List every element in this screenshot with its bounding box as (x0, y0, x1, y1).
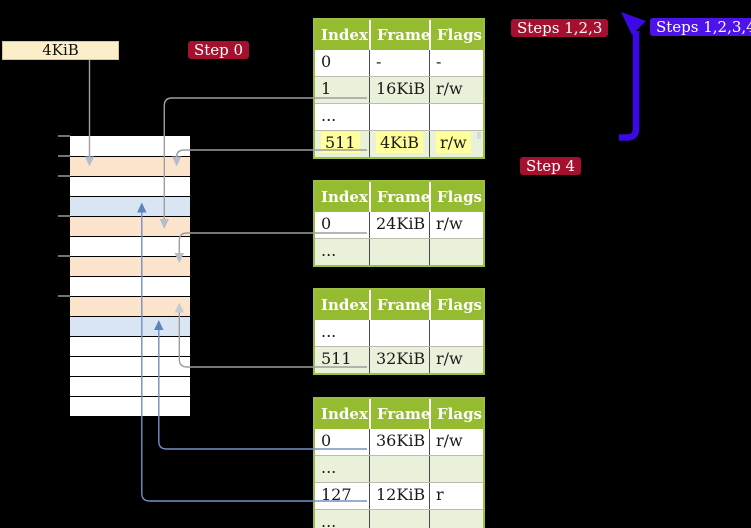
table-row: ... (315, 103, 483, 130)
frame-boundary-tick (58, 175, 70, 177)
frame-cell: - (369, 50, 429, 76)
col-header-index: Index (321, 26, 368, 44)
flags-cell (429, 320, 483, 346)
memory-frame-row (70, 156, 190, 176)
memory-frame-row (70, 256, 190, 276)
frame-cell (369, 320, 429, 346)
index-cell: 511 (315, 131, 369, 157)
memory-frame-row (70, 396, 190, 416)
steps1234-badge: Steps 1,2,3,4 (650, 18, 751, 36)
flags-cell: r/w (429, 429, 483, 455)
index-cell: ... (321, 458, 337, 477)
col-header-frame: Frame (369, 20, 430, 50)
flags-cell (429, 510, 483, 528)
index-cell: 0 (321, 431, 332, 450)
col-header-flags: Flags (429, 399, 483, 429)
col-header-frame: Frame (369, 399, 430, 429)
memory-frame-row (70, 356, 190, 376)
col-header-index: Index (321, 405, 368, 423)
frame-cell: 36KiB (369, 429, 429, 455)
frame-boundary-tick (58, 255, 70, 257)
table-row: 0 36KiB r/w (315, 429, 483, 455)
memory-frame-row (70, 196, 190, 216)
flags-cell (429, 239, 483, 265)
col-header-index: Index (321, 296, 368, 314)
frame-boundary-tick (58, 215, 70, 217)
memory-column (70, 136, 190, 416)
flags-cell: r/w (429, 131, 483, 157)
highlight-mark: r/w (436, 132, 471, 153)
table-row: 0 - - (315, 50, 483, 76)
page-table-3: Index Frame Flags ... 511 32KiB r/w (313, 288, 485, 375)
highlight-mark: 511 (321, 132, 360, 153)
shortcut-arrowhead-icon (621, 12, 646, 35)
index-cell: ... (321, 106, 337, 125)
shortcut-arrow (619, 31, 640, 141)
flags-cell (429, 456, 483, 482)
frame-cell (369, 239, 429, 265)
flags-cell: r/w (429, 77, 483, 103)
table-row: ... (315, 509, 483, 528)
col-header-flags: Flags (429, 182, 483, 212)
table-row: 0 24KiB r/w (315, 212, 483, 238)
memory-frame-row (70, 236, 190, 256)
page-table-1: Index Frame Flags 0 - - 1 16KiB r/w ... … (313, 18, 485, 159)
index-cell: ... (321, 241, 337, 260)
table-header-row: Index Frame Flags (315, 20, 483, 50)
table-row: 511 32KiB r/w (315, 346, 483, 373)
memory-frame-row (70, 336, 190, 356)
index-cell: 0 (321, 52, 332, 71)
index-cell: 1 (321, 79, 332, 98)
frame-cell (369, 104, 429, 130)
frame-cell: 4KiB (369, 131, 429, 157)
col-header-flags: Flags (429, 290, 483, 320)
col-header-frame: Frame (369, 182, 430, 212)
flags-cell: - (429, 50, 483, 76)
memory-frame-row (70, 296, 190, 316)
col-header-flags: Flags (429, 20, 483, 50)
frame-cell: 24KiB (369, 212, 429, 238)
index-cell: 0 (321, 214, 332, 233)
page-table-2: Index Frame Flags 0 24KiB r/w ... (313, 180, 485, 267)
frame-boundary-tick (58, 295, 70, 297)
table-row: ... (315, 455, 483, 482)
memory-frame-row (70, 216, 190, 236)
memory-frame-row (70, 276, 190, 296)
memory-frame-row (70, 176, 190, 196)
frame-cell (369, 510, 429, 528)
memory-frame-row (70, 136, 190, 156)
frame-boundary-tick (58, 155, 70, 157)
frame-size-label: 4KiB (2, 41, 119, 60)
flags-cell: r/w (429, 347, 483, 373)
frame-cell: 16KiB (369, 77, 429, 103)
index-cell: 511 (321, 349, 352, 368)
table-row: 127 12KiB r (315, 482, 483, 509)
frame-cell: 12KiB (369, 483, 429, 509)
table-header-row: Index Frame Flags (315, 399, 483, 429)
table-row: 1 16KiB r/w (315, 76, 483, 103)
col-header-index: Index (321, 188, 368, 206)
step0-badge: Step 0 (188, 41, 250, 59)
table-header-row: Index Frame Flags (315, 290, 483, 320)
steps123-badge: Steps 1,2,3 (511, 19, 609, 37)
memory-frame-row (70, 376, 190, 396)
step4-badge: Step 4 (520, 157, 582, 175)
frame-boundary-tick (58, 135, 70, 137)
memory-frame-row (70, 316, 190, 336)
table-row: ... (315, 320, 483, 346)
table-row-highlighted: 511 4KiB r/w (315, 130, 483, 157)
col-header-frame: Frame (369, 290, 430, 320)
page-table-4: Index Frame Flags 0 36KiB r/w ... 127 12… (313, 397, 485, 528)
flags-cell (429, 104, 483, 130)
highlight-mark: 4KiB (376, 132, 424, 153)
frame-cell: 32KiB (369, 347, 429, 373)
flags-cell: r (429, 483, 483, 509)
index-cell: ... (321, 512, 337, 528)
index-cell: 127 (321, 485, 352, 504)
table-row: ... (315, 238, 483, 265)
table-header-row: Index Frame Flags (315, 182, 483, 212)
flags-cell: r/w (429, 212, 483, 238)
index-cell: ... (321, 322, 337, 341)
frame-cell (369, 456, 429, 482)
